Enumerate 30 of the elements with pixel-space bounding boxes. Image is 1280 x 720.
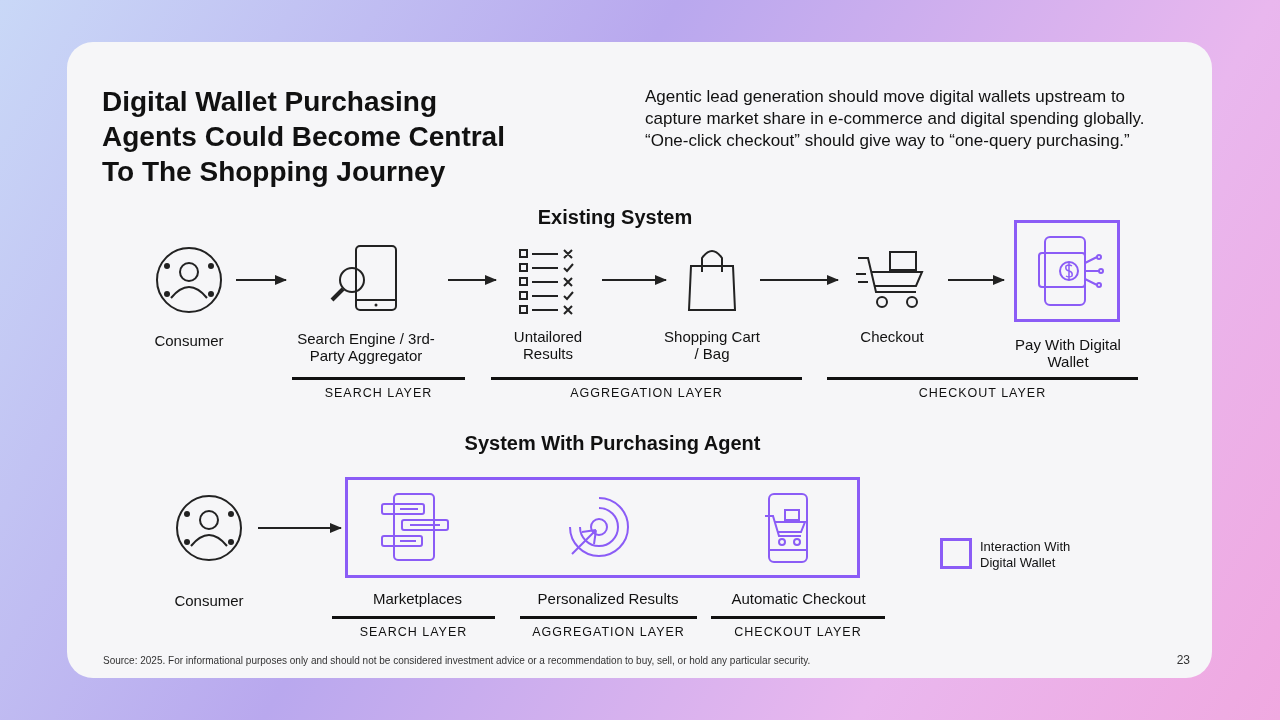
source-note: Source: 2025. For informational purposes only and should not be considered investment advice or a recommendation to buy, sell, or hold any particular security.: [103, 655, 812, 666]
step-label: Untailored Results: [512, 328, 584, 362]
slide-title: Digital Wallet Purchasing Agents Could Become Central To The Shopping Journey: [102, 85, 506, 189]
description-text: Agentic lead generation should move digital wallets upstream to capture market share in e-commerce and digital spending globally. “One-click checkout” should give way to “one-query purchasing.”: [645, 86, 1145, 152]
step-label: Personalized Results: [536, 590, 680, 607]
arrow: [759, 274, 840, 286]
arrow: [947, 274, 1006, 286]
arrow: [257, 522, 343, 534]
layer-label: SEARCH LAYER: [358, 625, 469, 639]
step-label: Consumer: [173, 592, 245, 609]
arrow: [601, 274, 668, 286]
arrow: [447, 274, 498, 286]
layer-label: AGGREGATION LAYER: [569, 386, 724, 400]
page-number: 23: [1175, 653, 1190, 667]
arrow: [235, 274, 288, 286]
section-heading: System With Purchasing Agent: [463, 432, 762, 455]
step-label: Checkout: [859, 328, 925, 345]
legend-label: Interaction With Digital Wallet: [980, 539, 1072, 571]
layer-label: CHECKOUT LAYER: [917, 386, 1048, 400]
section-heading: Existing System: [536, 206, 694, 229]
step-label: Shopping Cart / Bag: [663, 328, 761, 362]
step-label: Pay With Digital Wallet: [1014, 336, 1122, 370]
layer-label: CHECKOUT LAYER: [733, 625, 863, 639]
step-label: Marketplaces: [371, 590, 464, 607]
layer-label: SEARCH LAYER: [323, 386, 434, 400]
step-label: Automatic Checkout: [730, 590, 867, 607]
layer-label: AGGREGATION LAYER: [531, 625, 686, 639]
step-label: Search Engine / 3rd-Party Aggregator: [296, 330, 436, 364]
step-label: Consumer: [153, 332, 225, 349]
interaction-box: [345, 477, 860, 578]
